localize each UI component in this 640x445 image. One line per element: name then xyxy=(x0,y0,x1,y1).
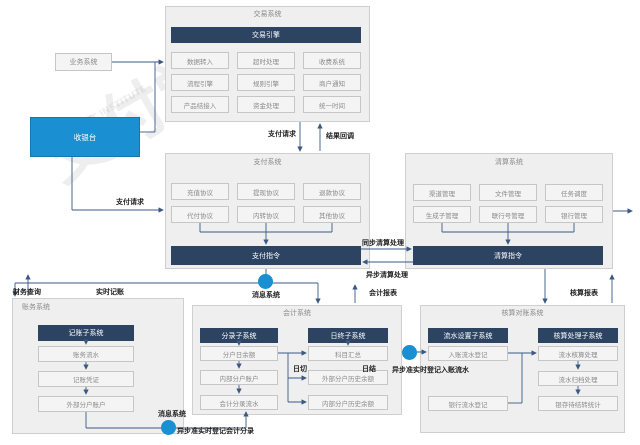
payment-protocol: 退款协议 xyxy=(303,183,361,200)
flow-item: 银行流水登记 xyxy=(428,396,508,411)
account-system-title: 账务系统 xyxy=(22,303,50,311)
payment-protocol: 内转协议 xyxy=(237,206,295,223)
label-async-entry: 异步准实时登记会计分录 xyxy=(177,427,254,435)
reconcile-system-panel xyxy=(420,305,625,433)
label-finance-query: 财务查询 xyxy=(13,288,41,296)
cashier-box: 收银台 xyxy=(30,117,140,157)
clearing-item: 渠道管理 xyxy=(413,184,471,201)
payment-protocol: 其他协议 xyxy=(303,206,361,223)
label-async-clearing: 异步清算处理 xyxy=(366,271,408,279)
clearing-system-title: 清算系统 xyxy=(495,158,523,166)
label-async-flow: 异步准实时登记入账流水 xyxy=(392,366,469,374)
label-message-system: 消息系统 xyxy=(252,291,280,299)
flow-item: 入账流水登记 xyxy=(428,346,508,361)
dayend-item: 外部分户历史余额 xyxy=(308,370,388,385)
message-dot xyxy=(161,420,176,435)
trading-item: 规则引擎 xyxy=(237,74,295,91)
trading-engine: 交易引擎 xyxy=(171,27,361,43)
label-message-system: 消息系统 xyxy=(158,410,186,418)
payment-protocol: 充值协议 xyxy=(171,183,229,200)
accounting-system-title: 会计系统 xyxy=(283,309,311,317)
label-realtime-record: 实时记账 xyxy=(96,288,124,296)
payment-protocol: 代付协议 xyxy=(171,206,229,223)
dayend-item: 内部分户历史余额 xyxy=(308,395,388,410)
trading-item: 数据转入 xyxy=(171,52,229,69)
clearing-item: 生成子管理 xyxy=(413,206,471,223)
message-dot xyxy=(402,345,417,360)
trading-item: 统一时间 xyxy=(303,96,361,113)
clearing-command: 清算指令 xyxy=(413,246,603,265)
accounting-subsystem: 记账子系统 xyxy=(38,325,134,341)
label-sync-clearing: 同步清算处理 xyxy=(362,239,404,247)
trading-item: 流程引擎 xyxy=(171,74,229,91)
dayend-item: 科目汇总 xyxy=(308,346,388,361)
payment-protocol: 提现协议 xyxy=(237,183,295,200)
trading-item: 超时处理 xyxy=(237,52,295,69)
account-item: 外部分户账户 xyxy=(38,396,134,412)
account-item: 记账凭证 xyxy=(38,371,134,387)
trading-item: 产品结接入 xyxy=(171,96,229,113)
account-item: 账务流水 xyxy=(38,346,134,362)
label-pay-request: 支付请求 xyxy=(116,198,144,206)
label-accounting-report: 会计报表 xyxy=(369,289,397,297)
dayend-subsystem: 日终子系统 xyxy=(308,328,388,343)
clearing-item: 银行管理 xyxy=(545,206,603,223)
label-reconcile-report: 核算报表 xyxy=(570,289,598,297)
label-day-end: 日结 xyxy=(362,365,376,373)
flow-setting-subsystem: 流水设置子系统 xyxy=(428,328,508,343)
trading-system-title: 交易系统 xyxy=(253,10,282,18)
reconcile-item: 流水核算处理 xyxy=(538,346,618,361)
entry-item: 内部分户账户 xyxy=(200,370,278,385)
entry-item: 分户日余额 xyxy=(200,346,278,361)
clearing-item: 文件管理 xyxy=(479,184,537,201)
trading-item: 资金处理 xyxy=(237,96,295,113)
clearing-item: 联行号管理 xyxy=(479,206,537,223)
reconcile-item: 流水归档处理 xyxy=(538,371,618,386)
payment-system-title: 支付系统 xyxy=(253,158,282,166)
trading-item: 商户通知 xyxy=(303,74,361,91)
business-system-box: 业务系统 xyxy=(55,53,112,71)
payment-command: 支付指令 xyxy=(171,246,361,265)
label-pay-request: 支付请求 xyxy=(268,130,296,138)
reconcile-processing-subsystem: 核算处理子系统 xyxy=(538,328,618,343)
entry-subsystem: 分录子系统 xyxy=(200,328,278,343)
label-result-callback: 结果回调 xyxy=(326,132,354,140)
reconcile-item: 银存待结转统计 xyxy=(538,396,618,411)
trading-item: 收费系统 xyxy=(303,52,361,69)
clearing-item: 任务调度 xyxy=(545,184,603,201)
entry-item: 会计分录流水 xyxy=(200,395,278,410)
message-dot xyxy=(258,274,273,289)
label-day-cut: 日切 xyxy=(293,365,307,373)
reconcile-system-title: 核算对账系统 xyxy=(501,309,544,317)
